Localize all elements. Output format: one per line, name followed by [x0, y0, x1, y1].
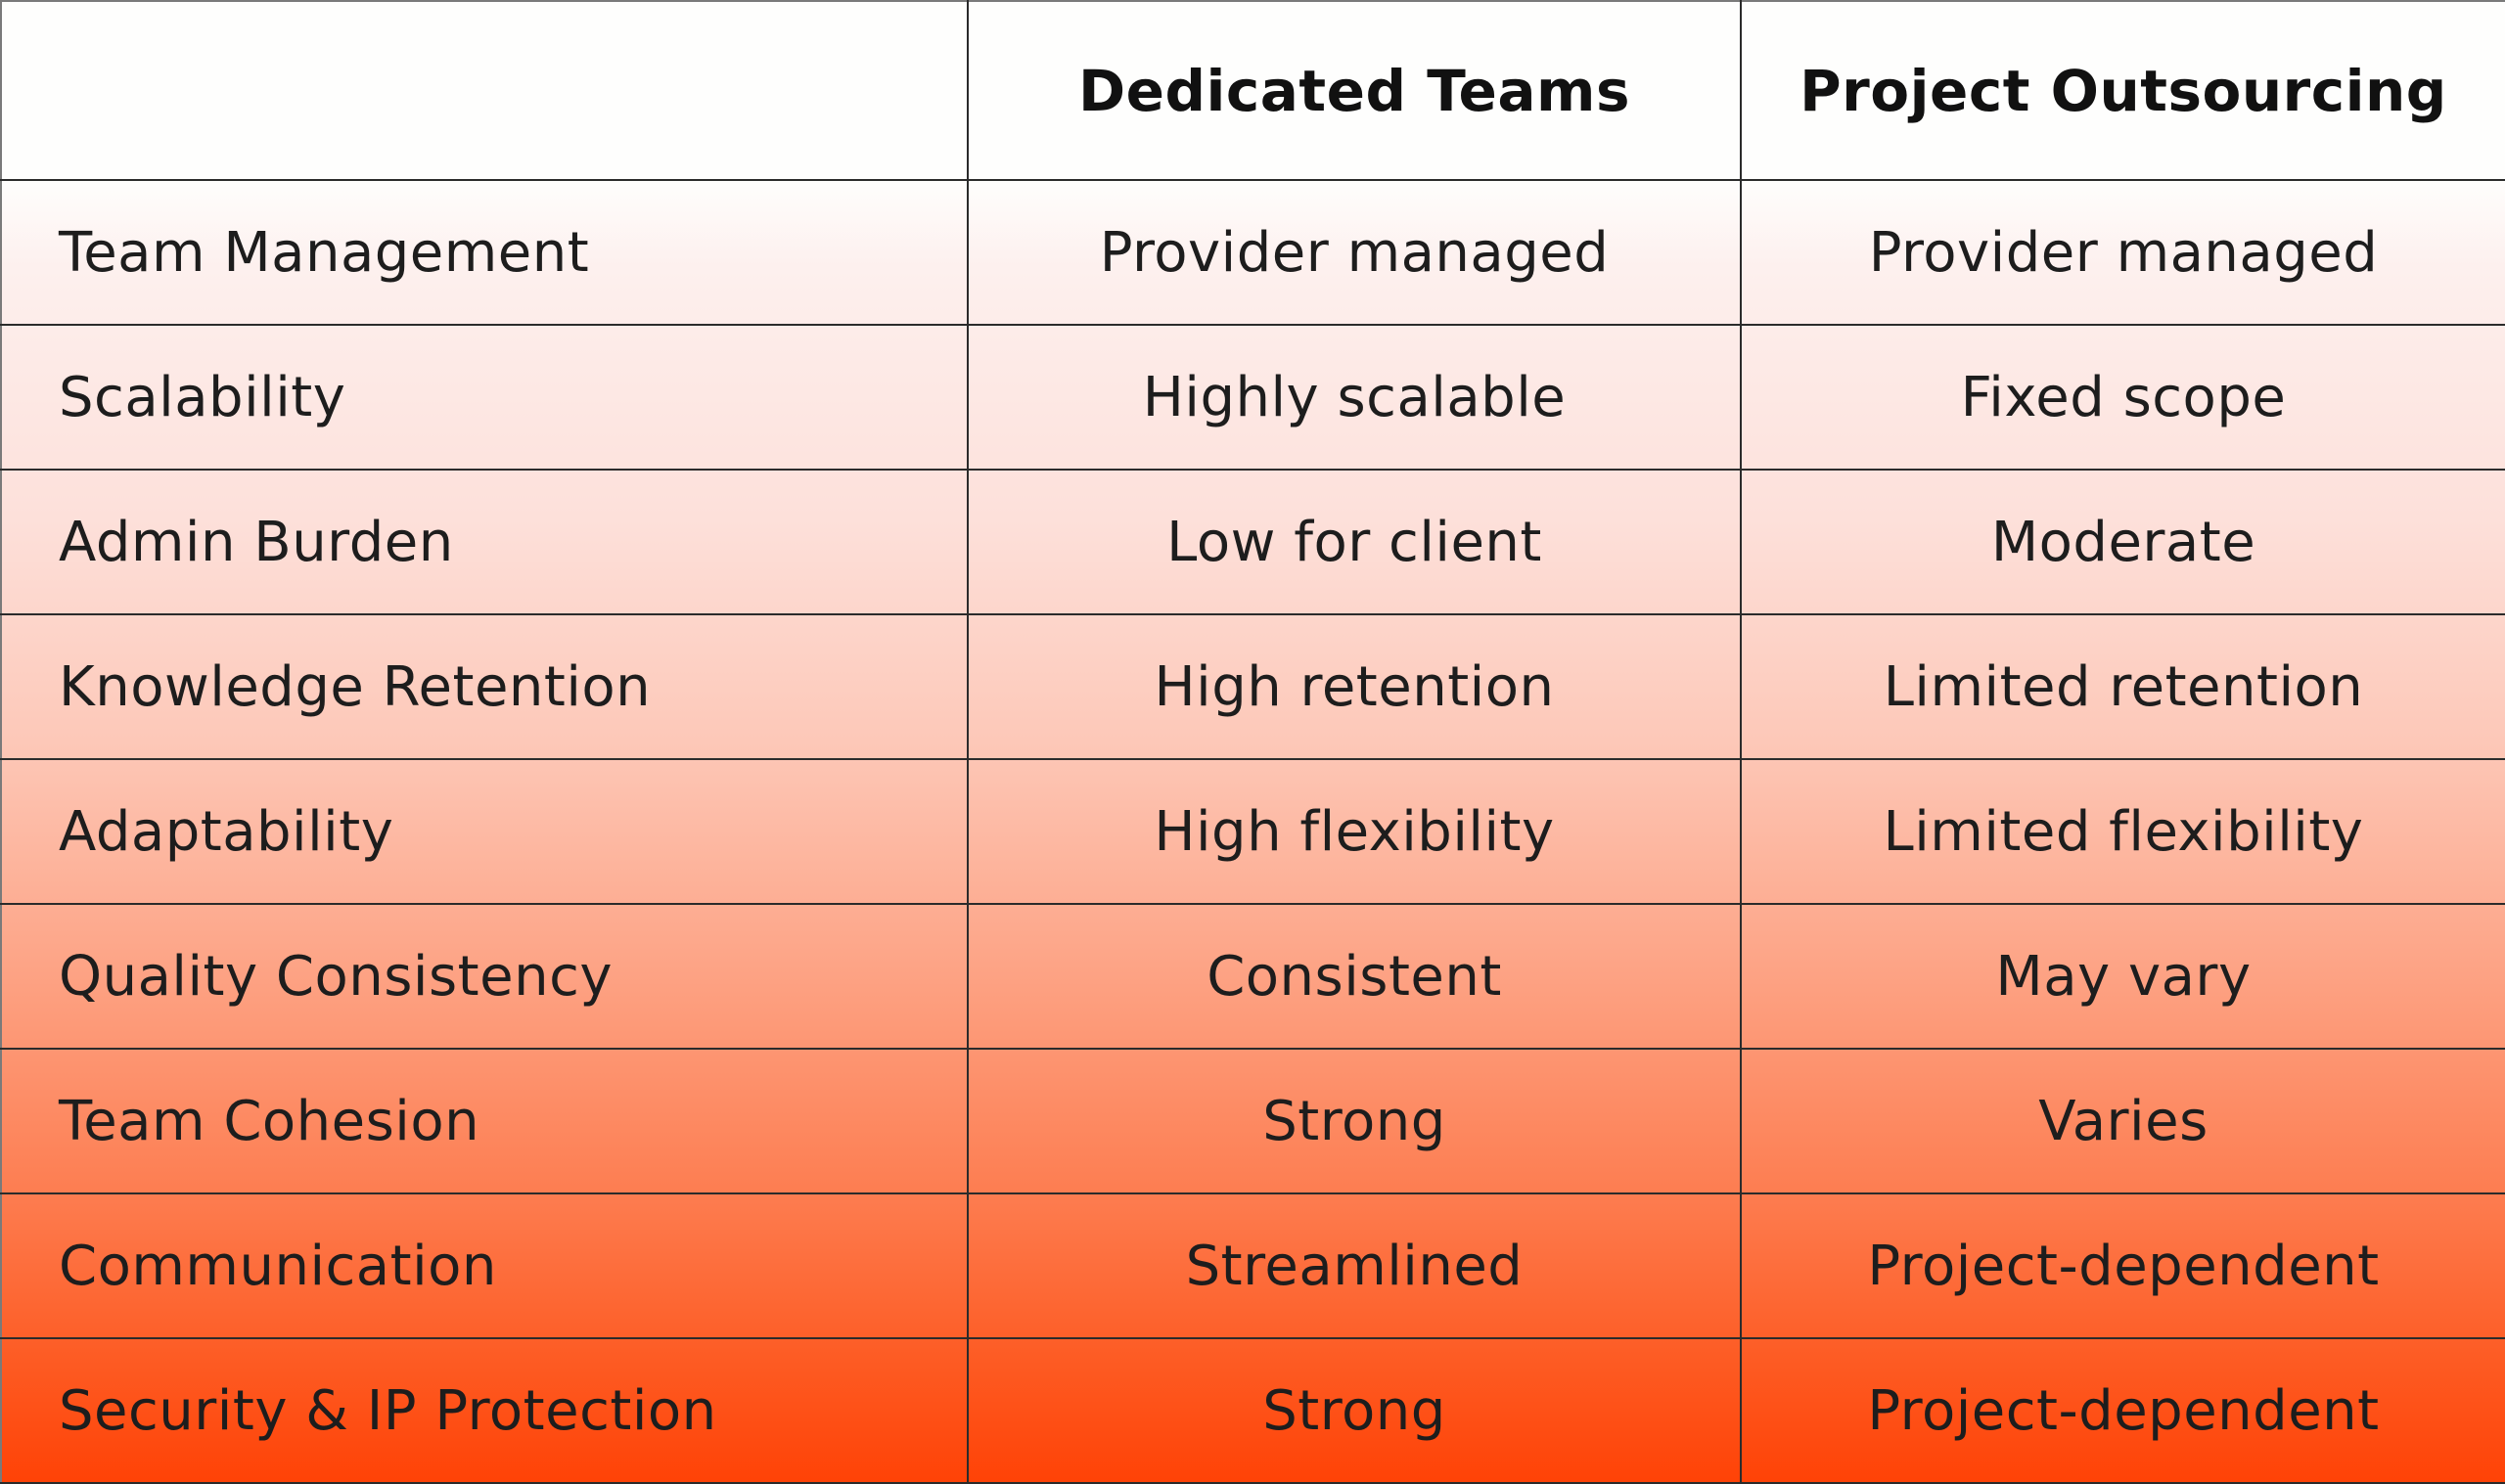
- outsourcing-value: Limited retention: [1740, 613, 2505, 760]
- row-label: Knowledge Retention: [0, 613, 969, 760]
- table-row: Security & IP Protection Strong Project-…: [0, 1337, 2505, 1484]
- dedicated-value: Provider managed: [967, 179, 1742, 326]
- dedicated-value: High flexibility: [967, 758, 1742, 905]
- dedicated-value: High retention: [967, 613, 1742, 760]
- dedicated-value: Streamlined: [967, 1192, 1742, 1339]
- header-corner-cell: [0, 0, 969, 181]
- row-label: Admin Burden: [0, 469, 969, 615]
- dedicated-value: Consistent: [967, 903, 1742, 1050]
- row-label: Team Management: [0, 179, 969, 326]
- dedicated-value: Low for client: [967, 469, 1742, 615]
- row-label: Adaptability: [0, 758, 969, 905]
- dedicated-value: Strong: [967, 1048, 1742, 1194]
- outsourcing-value: Moderate: [1740, 469, 2505, 615]
- row-label: Quality Consistency: [0, 903, 969, 1050]
- row-label: Security & IP Protection: [0, 1337, 969, 1484]
- row-label: Communication: [0, 1192, 969, 1339]
- outsourcing-value: Varies: [1740, 1048, 2505, 1194]
- outsourcing-value: Limited flexibility: [1740, 758, 2505, 905]
- table-row: Communication Streamlined Project-depend…: [0, 1192, 2505, 1339]
- row-label: Scalability: [0, 324, 969, 471]
- table-row: Knowledge Retention High retention Limit…: [0, 613, 2505, 760]
- outsourcing-value: May vary: [1740, 903, 2505, 1050]
- row-label: Team Cohesion: [0, 1048, 969, 1194]
- dedicated-value: Highly scalable: [967, 324, 1742, 471]
- outsourcing-value: Fixed scope: [1740, 324, 2505, 471]
- header-row: Dedicated Teams Project Outsourcing: [0, 0, 2505, 181]
- table-row: Admin Burden Low for client Moderate: [0, 469, 2505, 615]
- dedicated-value: Strong: [967, 1337, 1742, 1484]
- table-row: Team Cohesion Strong Varies: [0, 1048, 2505, 1194]
- outsourcing-value: Project-dependent: [1740, 1192, 2505, 1339]
- table-row: Quality Consistency Consistent May vary: [0, 903, 2505, 1050]
- table-row: Adaptability High flexibility Limited fl…: [0, 758, 2505, 905]
- table-row: Scalability Highly scalable Fixed scope: [0, 324, 2505, 471]
- table-row: Team Management Provider managed Provide…: [0, 179, 2505, 326]
- header-dedicated-teams: Dedicated Teams: [967, 0, 1742, 181]
- outsourcing-value: Project-dependent: [1740, 1337, 2505, 1484]
- header-project-outsourcing: Project Outsourcing: [1740, 0, 2505, 181]
- outsourcing-value: Provider managed: [1740, 179, 2505, 326]
